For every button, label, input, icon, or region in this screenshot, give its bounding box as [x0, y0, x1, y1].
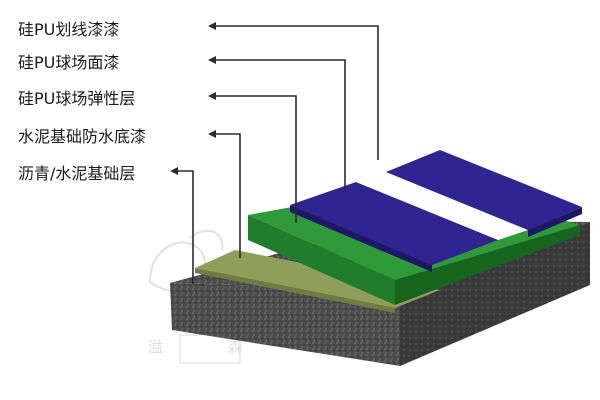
watermark-right-char: 森 [228, 338, 243, 356]
arrow-line-paint [208, 22, 379, 160]
arrow-top-coat [208, 56, 346, 190]
top-coat-block [290, 150, 582, 272]
leader-arrows [170, 22, 379, 284]
base-layer-front [170, 283, 400, 366]
label-elastic-layer: 硅PU球场弹性层 [18, 89, 136, 108]
watermark-left-char: 溢 [148, 338, 163, 356]
label-primer: 水泥基础防水底漆 [18, 127, 147, 146]
top-coat-panel-b [386, 150, 582, 230]
arrow-base-layer [170, 167, 194, 284]
label-base-layer: 沥青/水泥基础层 [18, 164, 136, 183]
primer-layer-front [195, 268, 395, 313]
elastic-layer-front [248, 215, 395, 305]
base-layer-side [400, 222, 590, 366]
watermark-curl-shape [189, 229, 224, 251]
label-top-coat: 硅PU球场面漆 [18, 53, 120, 72]
top-coat-panel-b-edge [528, 207, 582, 237]
arrow-elastic-layer [208, 92, 297, 223]
line-paint-stripe [356, 172, 528, 240]
elastic-layer-side [395, 225, 580, 305]
label-line-paint: 硅PU划线漆漆 [18, 20, 120, 39]
top-coat-panel-a-edge [290, 205, 432, 272]
top-coat-panel-a [290, 182, 498, 265]
arrow-primer [208, 130, 241, 258]
